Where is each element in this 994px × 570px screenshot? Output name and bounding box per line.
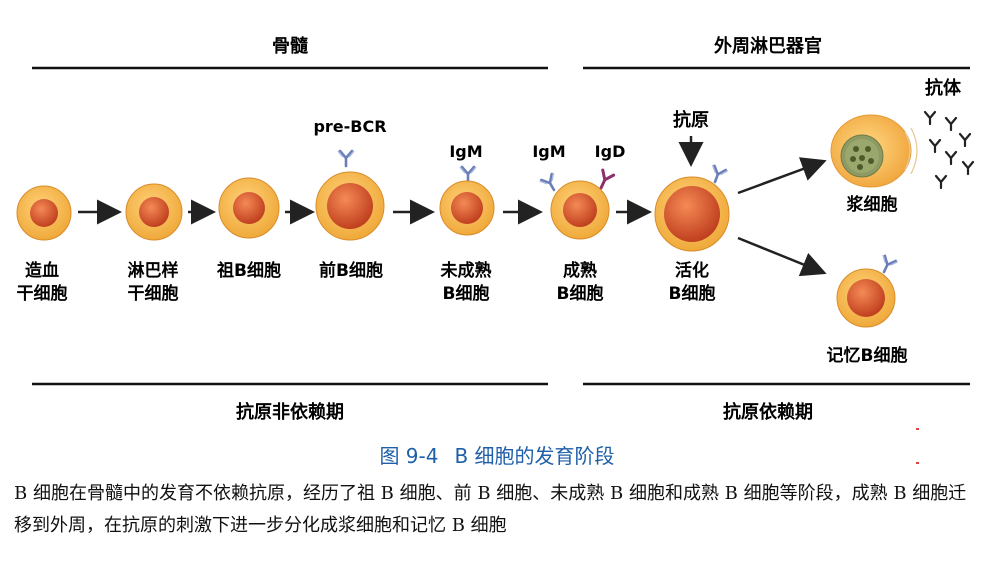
region-bone-marrow: 骨髓	[272, 35, 309, 57]
cell-plasma	[830, 114, 918, 188]
cell-mature-b	[538, 168, 616, 240]
label-antigen: 抗原	[673, 109, 709, 131]
cell-activated-b	[654, 163, 730, 252]
figure-description: B 细胞在骨髓中的发育不依赖抗原，经历了祖 B 细胞、前 B 细胞、未成熟 B …	[14, 483, 967, 536]
label-lymphoid-line1: 淋巴样	[128, 260, 179, 281]
margin-mark	[916, 428, 919, 430]
figure-title: B 细胞的发育阶段	[454, 444, 615, 468]
label-hsc-line1: 造血	[25, 260, 59, 281]
cell-pre-b	[315, 149, 385, 241]
phase-antigen-dependent: 抗原依赖期	[723, 401, 813, 423]
label-igm-mature: IgM	[532, 142, 565, 161]
figure-caption: 图 9-4 B 细胞的发育阶段	[0, 440, 994, 469]
label-activated-line2: B细胞	[669, 283, 716, 304]
arrow-to-memory	[737, 236, 827, 277]
label-memory-b: 记忆B细胞	[827, 345, 908, 366]
cell-lymphoid-stem	[125, 183, 183, 241]
label-lymphoid-line2: 干细胞	[128, 283, 179, 304]
label-igd: IgD	[595, 142, 626, 161]
label-pre-bcr: pre-BCR	[313, 117, 386, 136]
phase-antigen-independent: 抗原非依赖期	[236, 401, 344, 423]
label-igm-immature: IgM	[449, 142, 482, 161]
arrow-to-plasma	[737, 157, 827, 195]
label-immature-line2: B细胞	[443, 283, 490, 304]
cell-immature-b	[439, 165, 495, 236]
margin-mark	[916, 462, 919, 464]
cell-memory-b	[836, 253, 899, 328]
figure-number: 图 9-4	[379, 444, 439, 468]
label-hsc-line2: 干细胞	[17, 283, 68, 304]
cell-pro-b	[218, 177, 280, 239]
label-antibody: 抗体	[925, 77, 962, 99]
label-mature-line1: 成熟	[563, 260, 597, 281]
label-activated-line1: 活化	[675, 260, 709, 281]
label-immature-line1: 未成熟	[440, 260, 492, 281]
cell-hematopoietic-stem	[16, 185, 72, 241]
antibody-cluster	[923, 110, 975, 190]
label-plasma: 浆细胞	[847, 194, 898, 215]
label-pre-b: 前B细胞	[319, 260, 383, 281]
pre-bcr-receptor	[336, 149, 356, 168]
region-peripheral: 外周淋巴器官	[714, 35, 822, 57]
label-mature-line2: B细胞	[557, 283, 604, 304]
igm-receptor-immature	[458, 165, 478, 184]
label-pro-b: 祖B细胞	[216, 260, 281, 281]
